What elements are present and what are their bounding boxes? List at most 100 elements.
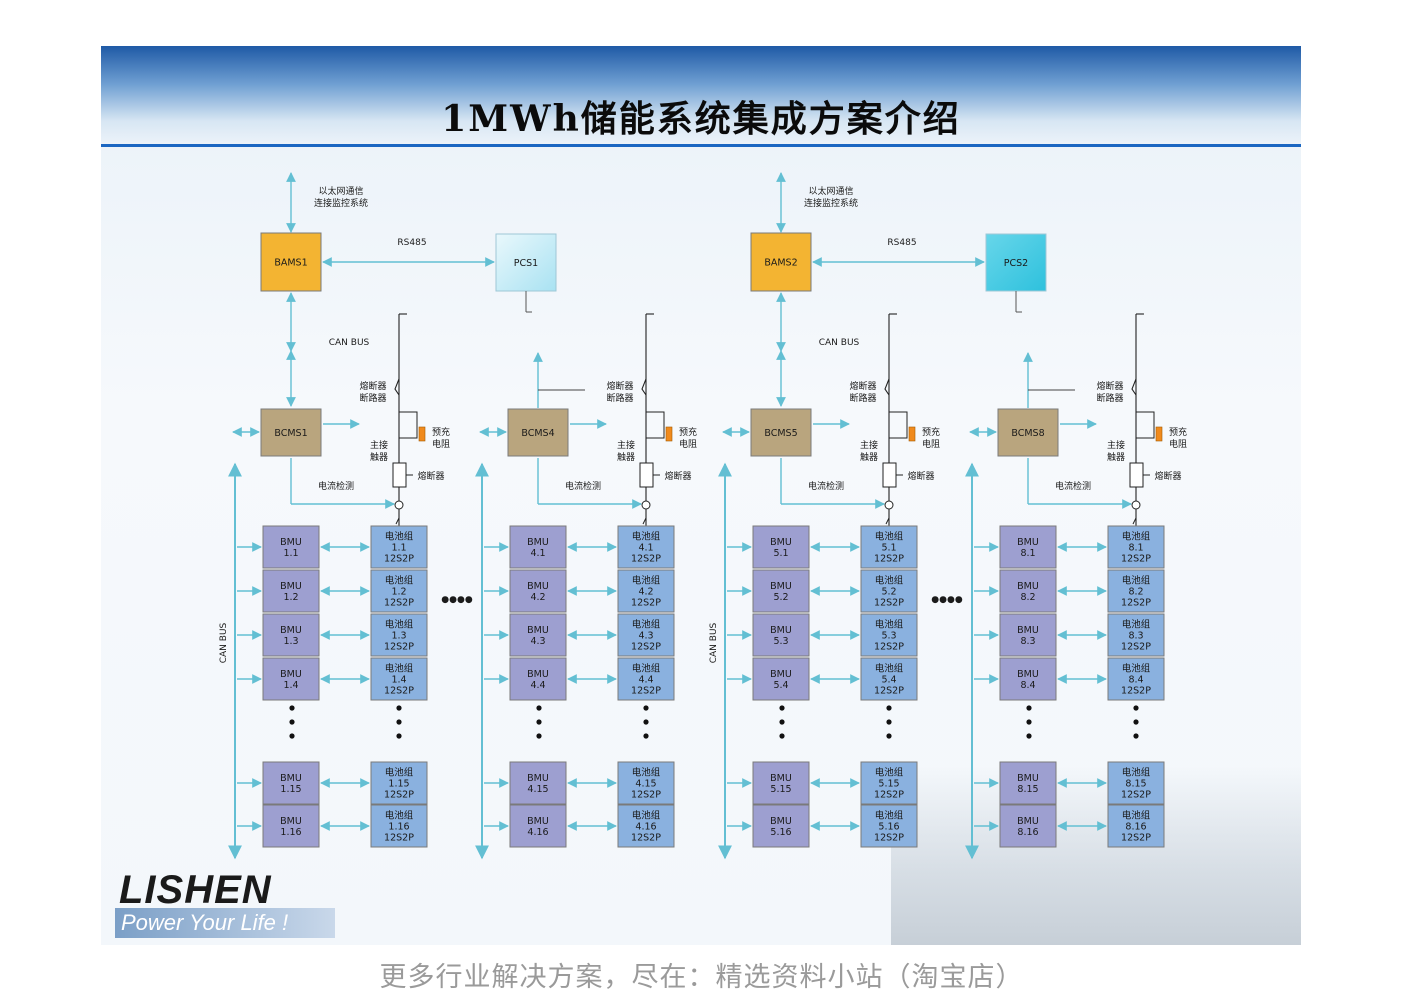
battery-pack-box-label: 12S2P bbox=[874, 833, 904, 844]
fuse-symbol bbox=[882, 462, 897, 488]
ellipsis-dot bbox=[1026, 733, 1032, 739]
fuse-label: 熔断器 bbox=[907, 470, 934, 482]
bmu-box-rect bbox=[509, 657, 567, 701]
bmu-box-label: 1.16 bbox=[280, 827, 301, 838]
ellipsis-dot bbox=[536, 705, 542, 711]
ellipsis-dot bbox=[536, 719, 542, 725]
battery-pack-box-rect bbox=[370, 657, 428, 701]
pcs-box: PCS2 bbox=[985, 233, 1047, 292]
bmu-box-rect bbox=[509, 569, 567, 613]
bmu-box-label: BMU bbox=[280, 581, 302, 592]
precharge-resistor bbox=[665, 426, 673, 442]
bmu-box-label: BMU bbox=[527, 816, 549, 827]
battery-pack-box-label: 电池组 bbox=[875, 575, 904, 587]
main-contactor-label: 触器 bbox=[617, 451, 635, 463]
bams-box: BAMS2 bbox=[750, 232, 812, 292]
battery-pack-box-label: 电池组 bbox=[875, 810, 904, 822]
bmu-box-label: 1.15 bbox=[280, 784, 301, 795]
battery-pack-box-label: 12S2P bbox=[1121, 598, 1151, 609]
battery-pack-box-label: 4.4 bbox=[638, 675, 653, 686]
breaker-label: 熔断器 bbox=[606, 380, 633, 392]
battery-pack-box-label: 12S2P bbox=[1121, 554, 1151, 565]
bmu-box-rect bbox=[509, 525, 567, 569]
current-sensor bbox=[394, 500, 404, 510]
current-detect-label: 电流检测 bbox=[808, 480, 844, 492]
battery-pack-box-label: 12S2P bbox=[874, 554, 904, 565]
bmu-box-rect bbox=[262, 761, 320, 805]
battery-pack-box-label: 电池组 bbox=[385, 619, 414, 631]
battery-pack-box-label: 5.1 bbox=[881, 543, 896, 554]
logo-brand: LISHEN bbox=[119, 868, 272, 912]
bmu-box-label: BMU bbox=[527, 625, 549, 636]
battery-pack-box-rect bbox=[617, 804, 675, 848]
battery-pack-box-label: 1.4 bbox=[391, 675, 406, 686]
bmu-box-label: 8.4 bbox=[1020, 680, 1035, 691]
bcms-box: BCMS1 bbox=[260, 408, 322, 457]
precharge-label: 预充 bbox=[679, 426, 697, 438]
battery-pack-box-label: 电池组 bbox=[1122, 810, 1151, 822]
pack-lead bbox=[642, 510, 647, 525]
bmu-box-rect bbox=[752, 761, 810, 805]
bmu-box-rect bbox=[262, 525, 320, 569]
can-bus-vertical-label: CAN BUS bbox=[709, 622, 719, 663]
bmu-box-label: BMU bbox=[527, 669, 549, 680]
battery-pack-box-rect bbox=[1107, 657, 1165, 701]
bcms-box: BCMS4 bbox=[507, 408, 569, 457]
battery-pack-box-rect bbox=[617, 613, 675, 657]
bmu-box-label: 5.1 bbox=[773, 548, 788, 559]
bcms-box-rect bbox=[750, 408, 812, 457]
battery-pack-box-label: 5.4 bbox=[881, 675, 896, 686]
battery-pack-box-label: 12S2P bbox=[631, 554, 661, 565]
battery-pack-box-rect bbox=[860, 525, 918, 569]
fuse-symbol bbox=[392, 462, 407, 488]
bcms-box-rect bbox=[997, 408, 1059, 457]
bmu-box-label: BMU bbox=[1017, 625, 1039, 636]
lishen-logo: LISHEN bbox=[119, 868, 272, 913]
battery-pack-box-label: 12S2P bbox=[384, 642, 414, 653]
ellipsis-dot bbox=[643, 733, 649, 739]
battery-pack-box-label: 8.3 bbox=[1128, 631, 1143, 642]
bmu-box-label: BMU bbox=[1017, 669, 1039, 680]
slide-header bbox=[101, 46, 1301, 146]
battery-pack-box-label: 4.16 bbox=[635, 822, 656, 833]
bmu-box-rect bbox=[752, 804, 810, 848]
bmu-box-label: 8.1 bbox=[1020, 548, 1035, 559]
current-detect-label: 电流检测 bbox=[318, 480, 354, 492]
bmu-box-label: BMU bbox=[1017, 581, 1039, 592]
ellipsis-dot bbox=[396, 733, 402, 739]
precharge-wire bbox=[646, 411, 665, 439]
bmu-box-label: BMU bbox=[770, 816, 792, 827]
battery-pack-box-label: 电池组 bbox=[1122, 531, 1151, 543]
battery-pack-box-rect bbox=[860, 804, 918, 848]
battery-pack-box-label: 电池组 bbox=[632, 810, 661, 822]
battery-pack-box-label: 12S2P bbox=[874, 598, 904, 609]
battery-pack-box-label: 12S2P bbox=[384, 790, 414, 801]
battery-pack-box-label: 电池组 bbox=[385, 663, 414, 675]
bmu-box-rect bbox=[752, 525, 810, 569]
breaker-label: 熔断器 bbox=[849, 380, 876, 392]
precharge-label: 电阻 bbox=[922, 438, 940, 450]
breaker-label: 断路器 bbox=[849, 392, 876, 404]
battery-pack-box-rect bbox=[860, 613, 918, 657]
battery-pack-box-label: 电池组 bbox=[1122, 767, 1151, 779]
battery-pack-box-label: 1.1 bbox=[391, 543, 406, 554]
bmu-box-label: BMU bbox=[1017, 537, 1039, 548]
battery-pack-box-rect bbox=[860, 761, 918, 805]
